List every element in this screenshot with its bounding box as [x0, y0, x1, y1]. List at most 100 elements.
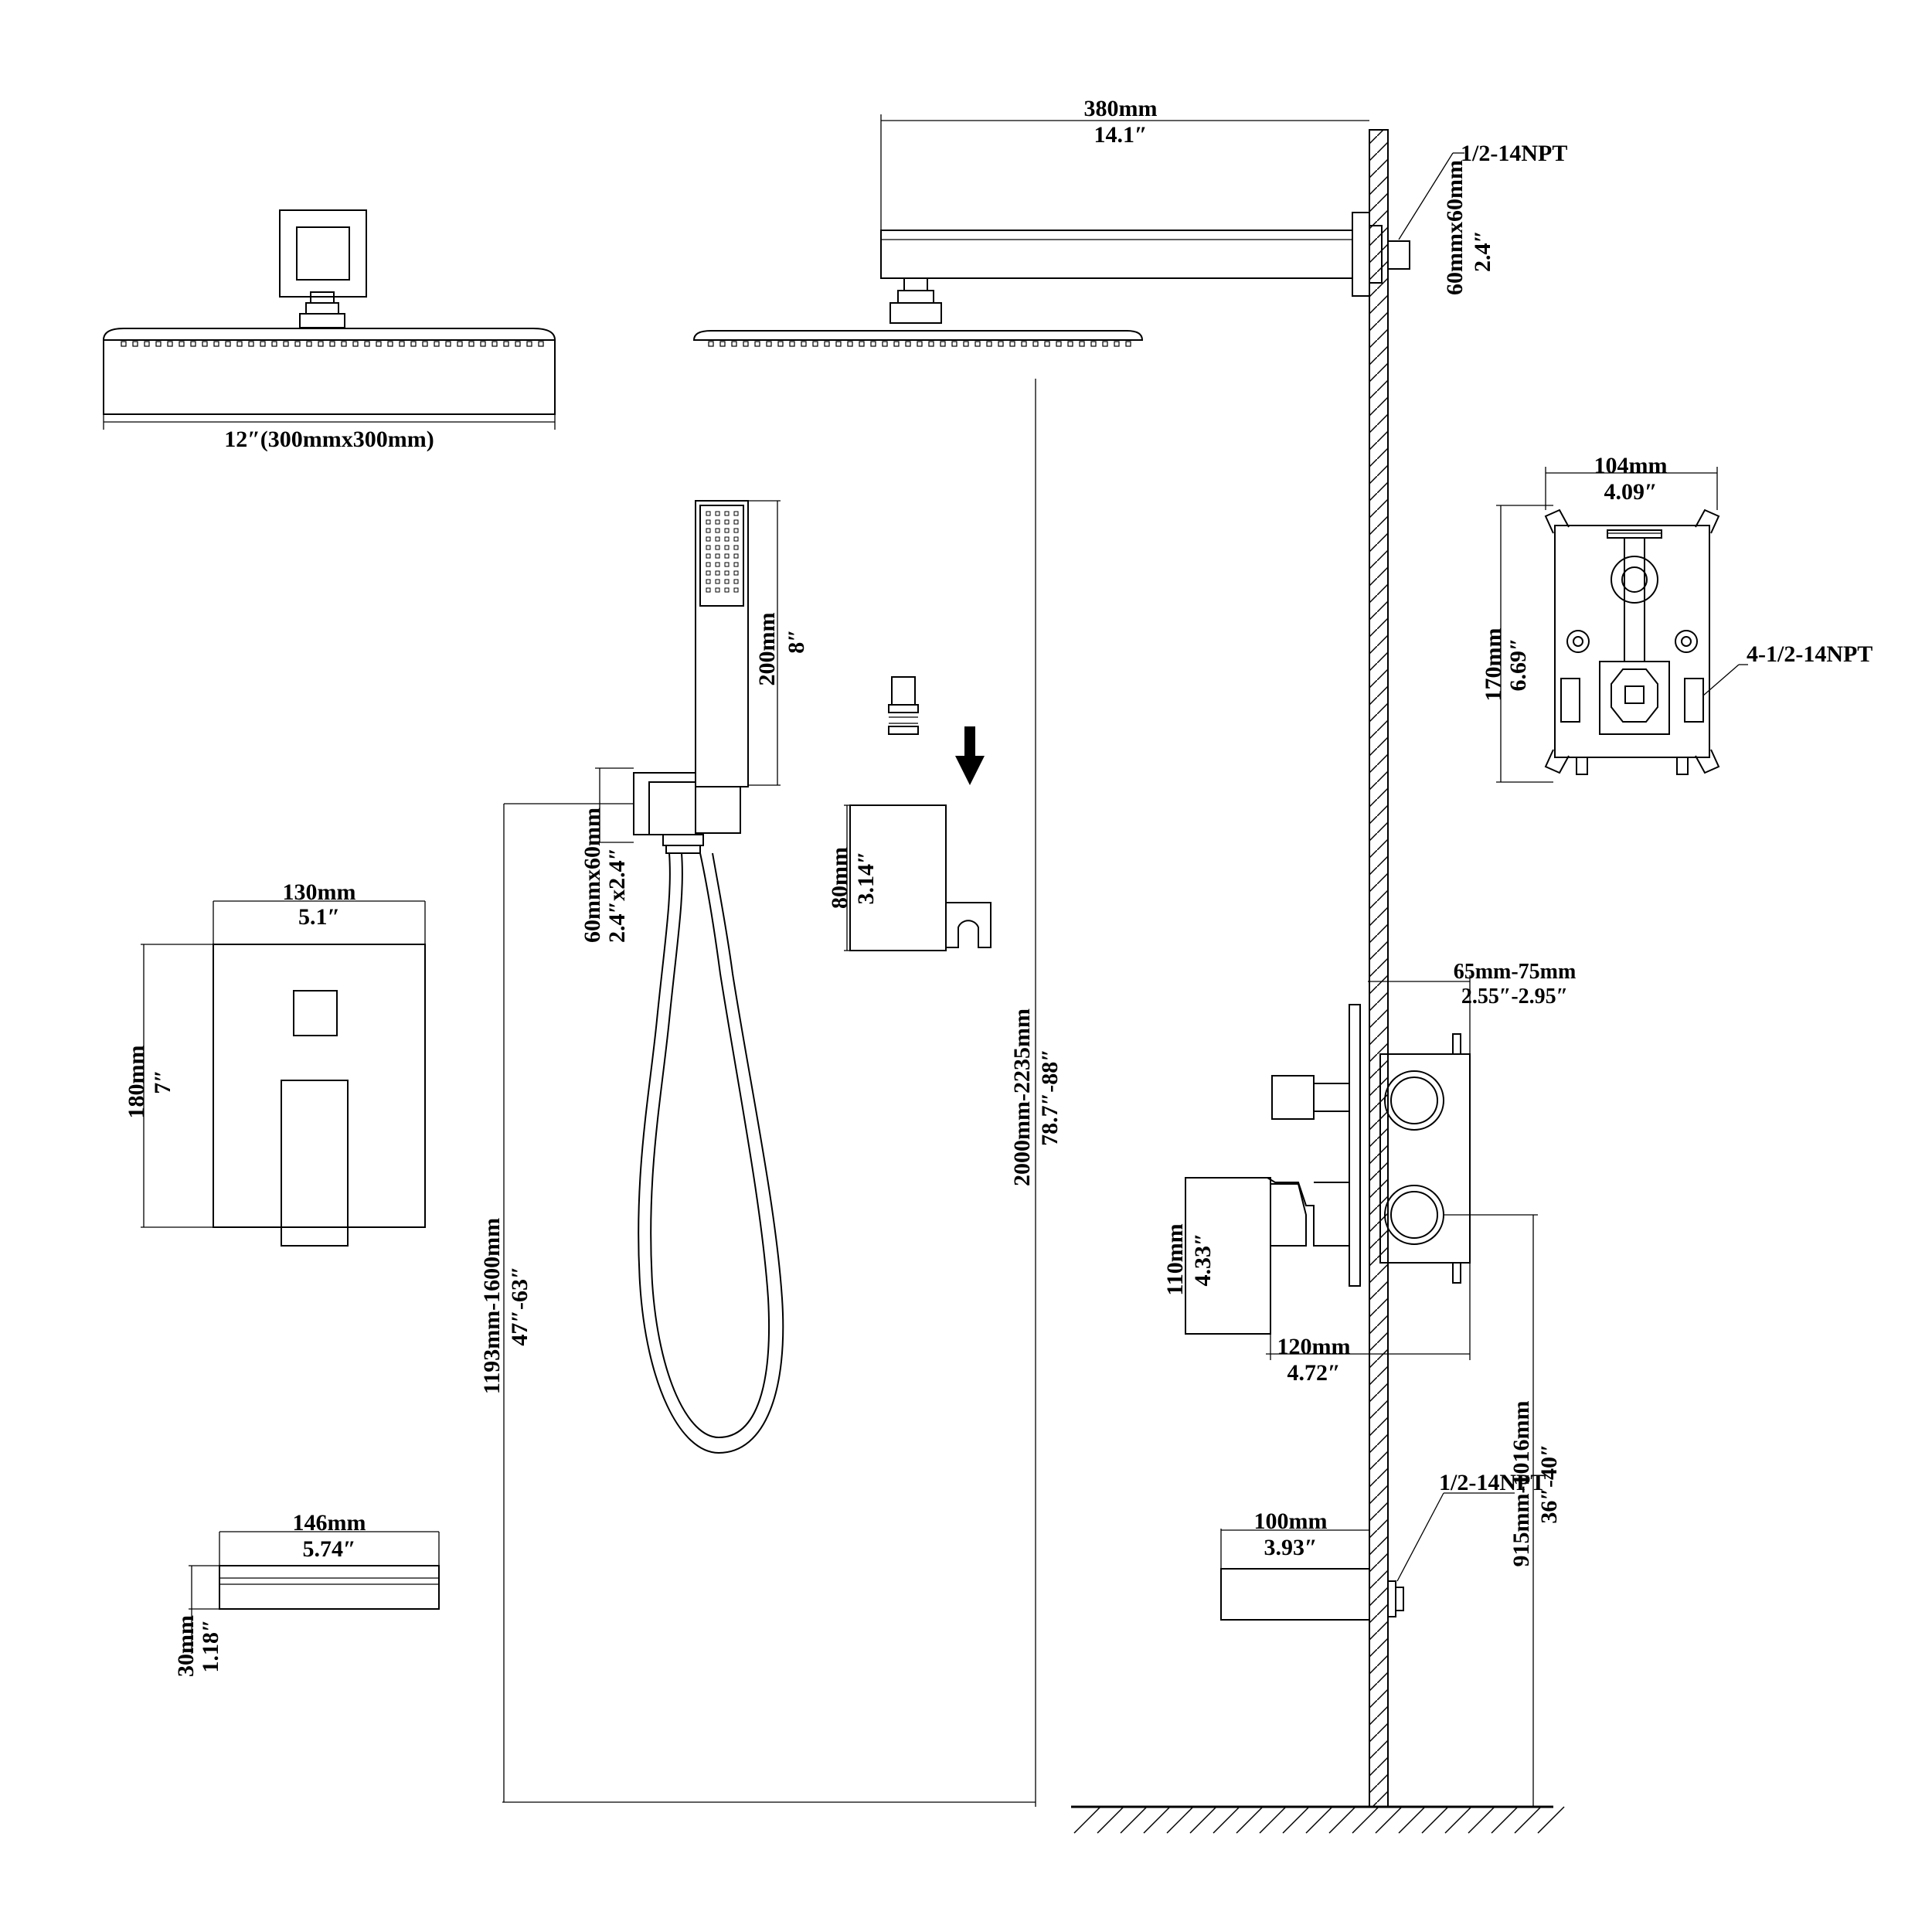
spray-hole: [733, 536, 739, 542]
nozzle: [1009, 341, 1015, 347]
floor-hatch-line: [1120, 1806, 1148, 1834]
spout-height-mm-label: 30mm: [173, 1615, 199, 1677]
floor-hatch-line: [1213, 1806, 1240, 1834]
spray-hole: [715, 545, 720, 550]
floor-hatch-line: [1514, 1806, 1542, 1834]
spray-hole: [733, 570, 739, 576]
nozzle: [329, 341, 335, 347]
nozzle: [445, 341, 451, 347]
holder-height-in-label: 47″-63″: [507, 1266, 532, 1345]
head-height-in-label: 78.7″-88″: [1037, 1049, 1063, 1146]
floor-hatch-line: [1328, 1806, 1356, 1834]
floor-hatch-line: [1305, 1806, 1333, 1834]
floor-hatch-line: [1468, 1806, 1495, 1834]
nozzle: [928, 341, 934, 347]
nozzle: [1102, 341, 1108, 347]
floor-hatch-line: [1421, 1806, 1449, 1834]
nozzle: [121, 341, 127, 347]
valve-trim-plate: 130mm 5.1″ 180mm 7″: [124, 879, 426, 1247]
spray-hole: [724, 519, 730, 525]
floor-hatch-line: [1537, 1806, 1565, 1834]
spray-hole: [733, 562, 739, 567]
shower-head-side-view: 380mm 14.1″ 1/2-14NPT 60mmx60mm 2.4″: [692, 96, 1567, 347]
floor-hatch-line: [1189, 1806, 1217, 1834]
nozzle: [294, 341, 301, 347]
valve-height-mm-label: 915mm-1016mm: [1509, 1401, 1534, 1567]
nozzle: [708, 341, 714, 347]
valve-height-in-label: 36″-40″: [1536, 1444, 1562, 1523]
spray-hole: [715, 536, 720, 542]
floor-hatch-line: [1236, 1806, 1264, 1834]
floor-hatch-line: [1097, 1806, 1124, 1834]
valve-box-height-mm-label: 170mm: [1481, 628, 1506, 702]
spray-hole: [724, 536, 730, 542]
spray-hole: [733, 587, 739, 593]
nozzle: [457, 341, 463, 347]
hand-shower-bracket: 80mm 3.14″: [827, 676, 992, 951]
nozzle: [167, 341, 173, 347]
nozzle: [468, 341, 474, 347]
nozzle: [248, 341, 254, 347]
spray-hole: [724, 570, 730, 576]
nozzle: [998, 341, 1004, 347]
shower-head-front-view: 12″(300mmx300mm): [103, 209, 556, 452]
nozzle: [352, 341, 359, 347]
spray-hole: [706, 536, 711, 542]
nozzle: [1021, 341, 1027, 347]
spray-hole: [724, 553, 730, 559]
spray-hole: [706, 519, 711, 525]
nozzle: [341, 341, 347, 347]
nozzle: [318, 341, 324, 347]
trim-height-in-label: 7″: [150, 1070, 175, 1094]
nozzle: [731, 341, 737, 347]
spray-hole: [706, 528, 711, 533]
spout-height-in-label: 1.18″: [198, 1619, 223, 1672]
spray-hole: [733, 511, 739, 516]
nozzle: [766, 341, 772, 347]
spray-hole: [706, 553, 711, 559]
nozzle: [963, 341, 969, 347]
nozzle: [893, 341, 900, 347]
nozzle: [306, 341, 312, 347]
nozzle: [1044, 341, 1050, 347]
nozzle: [283, 341, 289, 347]
nozzle: [399, 341, 405, 347]
spout-width-in-label: 5.74″: [302, 1536, 355, 1562]
spray-hole: [724, 528, 730, 533]
nozzle: [905, 341, 911, 347]
nozzle: [777, 341, 784, 347]
nozzle: [526, 341, 532, 347]
spray-hole: [733, 579, 739, 584]
nozzle: [1090, 341, 1097, 347]
floor-hatch-line: [1166, 1806, 1194, 1834]
nozzle: [515, 341, 521, 347]
floor-hatch-line: [1375, 1806, 1403, 1834]
spray-hole: [706, 587, 711, 593]
nozzle-row: [121, 341, 544, 347]
floor-section: [1071, 1805, 1565, 1834]
head-height-mm-label: 2000mm-2235mm: [1009, 1009, 1035, 1186]
nozzle: [538, 341, 544, 347]
floor-hatch-line: [1491, 1806, 1519, 1834]
spray-hole: [706, 562, 711, 567]
spray-hole: [715, 528, 720, 533]
holder-mm-label: 60mmx60mm: [580, 808, 605, 943]
arm-length-mm-label: 380mm: [1084, 96, 1158, 121]
nozzle: [870, 341, 876, 347]
handshower-length-in-label: 8″: [784, 629, 809, 654]
nozzle: [236, 341, 243, 347]
spray-hole: [706, 579, 711, 584]
wall-depth-mm-label: 65mm-75mm: [1454, 960, 1577, 984]
trim-height-mm-label: 180mm: [124, 1046, 149, 1119]
spray-hole: [715, 511, 720, 516]
valve-box-width-in-label: 4.09″: [1604, 479, 1657, 505]
arm-thread-label: 1/2-14NPT: [1461, 141, 1567, 166]
nozzle: [789, 341, 795, 347]
nozzle: [801, 341, 807, 347]
nozzle: [190, 341, 196, 347]
spray-hole: [715, 587, 720, 593]
spray-hole: [715, 553, 720, 559]
nozzle: [719, 341, 726, 347]
nozzle: [132, 341, 138, 347]
